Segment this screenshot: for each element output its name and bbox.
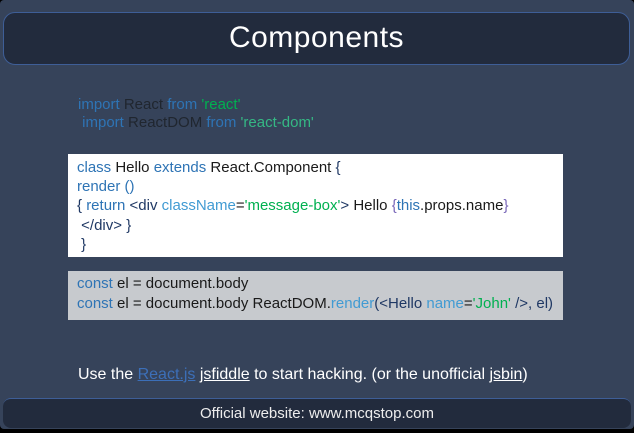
code-token: to start hacking. (or the unofficial	[249, 366, 490, 383]
code-token: el = document.body	[117, 275, 249, 292]
code-line: render ()	[77, 177, 554, 196]
code-token: Use the	[78, 366, 138, 383]
code-token: =	[235, 197, 245, 215]
code-token: 'react-dom'	[240, 113, 314, 131]
code-line: }	[77, 235, 554, 254]
code-token: render	[330, 295, 375, 312]
code-line: class Hello extends React.Component {	[77, 158, 554, 177]
code-token: className	[161, 197, 236, 215]
code-token: 'John'	[472, 295, 511, 312]
code-token: {	[391, 197, 397, 215]
code-line: import React from 'react'	[78, 96, 314, 114]
code-line: </div> }	[77, 216, 554, 235]
react-js-link[interactable]: React.js	[137, 366, 196, 383]
code-token: render ()	[77, 178, 135, 196]
code-line: Use the React.js jsfiddle to start hacki…	[78, 366, 528, 384]
code-token: name	[426, 295, 464, 312]
jsbin-link[interactable]: jsbin	[489, 366, 523, 383]
code-token: Hello	[115, 159, 154, 176]
import-code-block: import React from 'react' import ReactDO…	[78, 96, 314, 131]
jsfiddle-link[interactable]: jsfiddle	[199, 366, 250, 383]
code-token: }	[77, 235, 87, 253]
code-token: />, el)	[510, 295, 554, 312]
code-token: import	[78, 96, 124, 113]
code-line: const el = document.body ReactDOM.render…	[77, 294, 554, 314]
code-token: (<Hello	[374, 295, 427, 312]
code-token: const	[77, 275, 118, 292]
code-token: .props.name	[420, 197, 504, 215]
code-token: =	[463, 295, 473, 312]
code-token: 'message-box'	[244, 197, 341, 215]
class-component-code-box: class Hello extends React.Component {ren…	[68, 154, 563, 257]
code-token: )	[522, 366, 528, 383]
code-token: }	[503, 197, 509, 215]
code-token: </div> }	[77, 216, 132, 234]
code-line: const el = document.body	[77, 274, 554, 294]
code-token: {	[77, 197, 87, 215]
code-token: React	[123, 96, 168, 113]
code-token: React.Component	[210, 159, 336, 176]
code-line: { return <div className='message-box'> H…	[77, 196, 554, 215]
code-token: extends	[153, 159, 211, 176]
code-token: ReactDOM	[128, 113, 207, 131]
code-token: import	[78, 113, 129, 131]
footer-website-text: Official website: www.mcqstop.com	[200, 405, 434, 422]
hacking-hint-text: Use the React.js jsfiddle to start hacki…	[78, 366, 528, 384]
code-token: return	[86, 197, 130, 215]
page-title: Components	[228, 21, 405, 54]
code-line: import ReactDOM from 'react-dom'	[78, 114, 314, 132]
code-token: {	[335, 159, 341, 176]
code-token: this	[396, 197, 421, 215]
code-token: >	[340, 197, 354, 215]
code-token: <div	[129, 197, 162, 215]
code-token: const	[77, 295, 118, 312]
code-token: from	[167, 96, 202, 113]
code-token: from	[206, 113, 241, 131]
code-token: class	[77, 159, 116, 176]
code-token: el = document.body ReactDOM.	[117, 295, 331, 312]
title-bar: Components	[3, 12, 630, 65]
code-token: Hello	[353, 197, 392, 215]
footer-bar: Official website: www.mcqstop.com	[3, 398, 631, 428]
code-token: 'react'	[201, 96, 241, 113]
